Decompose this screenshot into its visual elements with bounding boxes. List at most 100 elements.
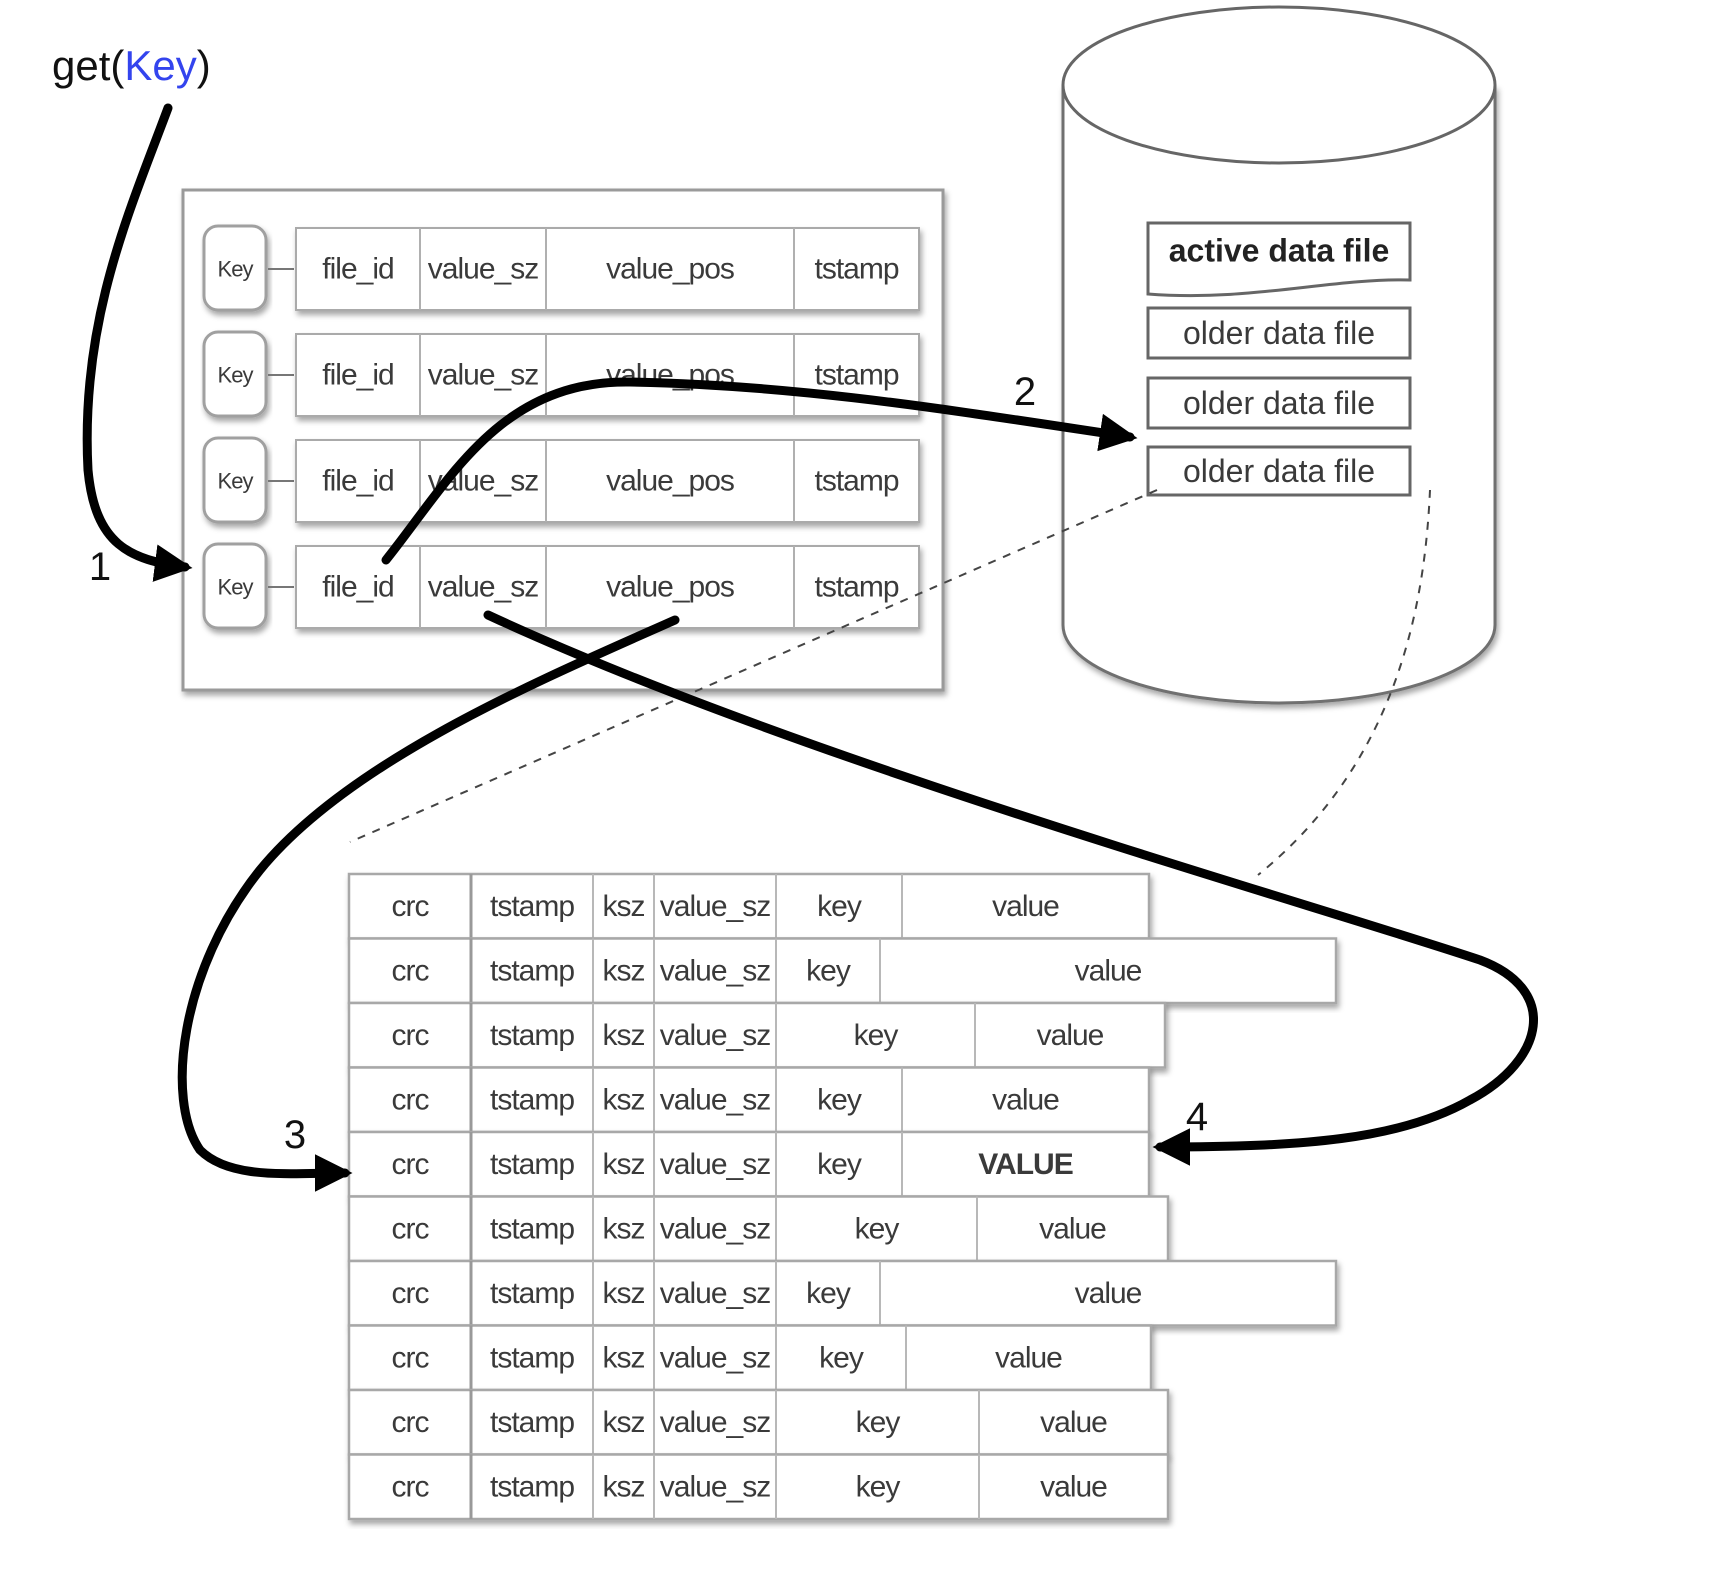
- data-field-value-sz: value_sz: [660, 1148, 770, 1181]
- data-field-value-sz: value_sz: [660, 1212, 770, 1245]
- data-field-value: value: [1040, 1470, 1107, 1503]
- data-field-value: value: [1037, 1019, 1104, 1052]
- keydir-key-label: Key: [218, 469, 254, 494]
- data-file-box: [1146, 376, 1412, 430]
- data-record-box: [347, 1259, 1338, 1327]
- keydir-field-file-id: file_id: [322, 571, 393, 604]
- data-field-tstamp: tstamp: [490, 890, 574, 923]
- data-field-tstamp: tstamp: [490, 1470, 574, 1503]
- keydir-record: [295, 439, 920, 523]
- keydir-field-value-pos: value_pos: [606, 253, 734, 286]
- data-field-ksz: ksz: [603, 1019, 645, 1052]
- data-field-value: value: [1075, 954, 1142, 987]
- keydir-key-label: Key: [218, 575, 254, 600]
- get-call-label: get(Key): [52, 42, 211, 89]
- keydir-field-file-id: file_id: [322, 465, 393, 498]
- data-field-tstamp: tstamp: [490, 1019, 574, 1052]
- keydir-key-label: Key: [218, 363, 254, 388]
- data-field-crc: crc: [392, 1277, 430, 1310]
- keydir-field-tstamp: tstamp: [814, 359, 898, 392]
- keydir-key-box: [202, 224, 268, 312]
- keydir-key-label: Key: [218, 257, 254, 282]
- data-field-ksz: ksz: [603, 1470, 645, 1503]
- data-field-key: key: [856, 1406, 901, 1439]
- data-field-value-sz: value_sz: [660, 954, 770, 987]
- keydir-key-box: [202, 542, 268, 630]
- data-file-label: older data file: [1183, 315, 1375, 351]
- keydir-field-file-id: file_id: [322, 253, 393, 286]
- data-field-crc: crc: [392, 1148, 430, 1181]
- data-field-ksz: ksz: [603, 1148, 645, 1181]
- keydir-field-tstamp: tstamp: [814, 253, 898, 286]
- data-record-box: [347, 937, 1338, 1005]
- data-field-key: key: [817, 1083, 862, 1116]
- zoom-guide-right: [1257, 489, 1431, 876]
- data-field-tstamp: tstamp: [490, 1083, 574, 1116]
- data-field-value: value: [1075, 1277, 1142, 1310]
- data-field-ksz: ksz: [603, 1083, 645, 1116]
- data-field-value-sz: value_sz: [660, 1019, 770, 1052]
- keydir-key-box: [202, 436, 268, 524]
- data-field-key: key: [806, 954, 851, 987]
- data-field-crc: crc: [392, 1406, 430, 1439]
- data-field-value-sz: value_sz: [660, 890, 770, 923]
- data-field-key: key: [856, 1470, 901, 1503]
- arrow-step-1: [82, 103, 193, 582]
- data-field-value: value: [995, 1341, 1062, 1374]
- data-field-value-sz: value_sz: [660, 1277, 770, 1310]
- data-field-crc: crc: [392, 1470, 430, 1503]
- data-field-value: value: [992, 890, 1059, 923]
- keydir-field-value-sz: value_sz: [428, 253, 538, 286]
- data-field-value-sz: value_sz: [660, 1406, 770, 1439]
- active-data-file: active data file: [1146, 221, 1412, 298]
- data-record-box: [347, 1130, 1151, 1198]
- step-label-2: 2: [1014, 370, 1036, 414]
- data-field-ksz: ksz: [603, 1406, 645, 1439]
- data-field-value: value: [1040, 1406, 1107, 1439]
- data-field-key: key: [819, 1341, 864, 1374]
- disk-files: active data file older data file older dat…: [1146, 221, 1412, 497]
- data-field-key: key: [806, 1277, 851, 1310]
- data-field-value-sz: value_sz: [660, 1470, 770, 1503]
- data-record: crc tstamp ksz value_sz key value: [347, 1453, 1170, 1521]
- data-field-key: key: [855, 1212, 900, 1245]
- data-field-ksz: ksz: [603, 1277, 645, 1310]
- data-field-key: key: [817, 1148, 862, 1181]
- data-file-box: [1146, 445, 1412, 497]
- data-field-value-sz: value_sz: [660, 1083, 770, 1116]
- data-record-box: [347, 1001, 1167, 1069]
- data-field-value: value: [992, 1083, 1059, 1116]
- keydir-field-tstamp: tstamp: [814, 465, 898, 498]
- data-file-label: older data file: [1183, 453, 1375, 489]
- data-field-tstamp: tstamp: [490, 954, 574, 987]
- data-field-key: key: [854, 1019, 899, 1052]
- data-record-box: [347, 1388, 1170, 1456]
- data-record-box: [347, 1195, 1170, 1263]
- disk-top: [1061, 5, 1497, 165]
- step-label-4: 4: [1186, 1095, 1208, 1139]
- data-field-value-sz: value_sz: [660, 1341, 770, 1374]
- keydir-field-value-sz: value_sz: [428, 359, 538, 392]
- step-label-3: 3: [284, 1113, 306, 1157]
- keydir-key-box: [202, 330, 268, 418]
- keydir-record: [295, 333, 920, 417]
- keydir-entry: Key file_id value_sz value_pos tstamp: [202, 224, 920, 312]
- data-record-box: [347, 1324, 1153, 1392]
- data-field-ksz: ksz: [603, 1341, 645, 1374]
- data-field-crc: crc: [392, 954, 430, 987]
- get-call-key: Key: [124, 42, 196, 89]
- data-file-box: [1146, 306, 1412, 360]
